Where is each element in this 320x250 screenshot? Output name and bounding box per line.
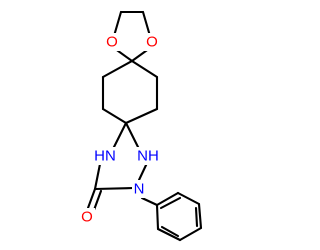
phenyl-double-2 — [194, 206, 199, 228]
carbonyl-bond-a — [86, 187, 97, 210]
triazolone-bond-nh-n — [137, 161, 149, 182]
phenyl-double-1 — [159, 196, 182, 210]
bonds — [86, 10, 203, 242]
o-carbonyl-bg — [79, 208, 95, 226]
nitrogen-atom-label: N — [134, 181, 145, 198]
triazolone-bond-n-carbonyl — [93, 186, 136, 191]
spiro-bond-c-nh-left — [111, 121, 128, 151]
nh-atom-label-left: HN — [94, 148, 116, 165]
phenyl-double-3 — [160, 225, 180, 238]
phenyl-bond-link — [140, 196, 159, 207]
carbonyl-bond-b — [92, 189, 103, 212]
nh-left-bg — [92, 147, 118, 165]
o-left-bg — [104, 33, 120, 51]
oxygen-atom-label-top-right: O — [146, 34, 158, 51]
dioxolane-bond-ch2-o-left — [112, 10, 123, 38]
triazolone-bond-nh-carbonyl — [93, 162, 102, 191]
n-ring-bg — [132, 180, 146, 198]
cyclohexane-bond-1 — [101, 59, 134, 79]
phenyl-bond-1 — [155, 191, 180, 207]
phenyl-bond-2 — [176, 191, 201, 206]
cyclohexane-bond-3 — [101, 107, 128, 125]
nh-atom-label-right: NH — [137, 148, 159, 165]
cyclohexane-bond-6 — [130, 59, 159, 79]
spiro-bond-c-nh-right — [124, 121, 141, 151]
carbonyl-oxygen-atom-label: O — [81, 209, 93, 226]
phenyl-bond-3 — [197, 202, 203, 230]
o-right-bg — [144, 33, 160, 51]
nh-right-bg — [136, 147, 162, 165]
dioxolane-bond-ch2-o-right — [141, 10, 152, 38]
cyclohexane-bond-4 — [124, 107, 159, 125]
chemical-structure: O O HN NH N O — [79, 10, 203, 242]
phenyl-bond-5 — [156, 227, 182, 242]
oxygen-atom-label-top-left: O — [106, 34, 118, 51]
phenyl-bond-4 — [178, 226, 203, 242]
atom-labels: O O HN NH N O — [79, 33, 162, 226]
phenyl-bond-6 — [155, 203, 160, 231]
